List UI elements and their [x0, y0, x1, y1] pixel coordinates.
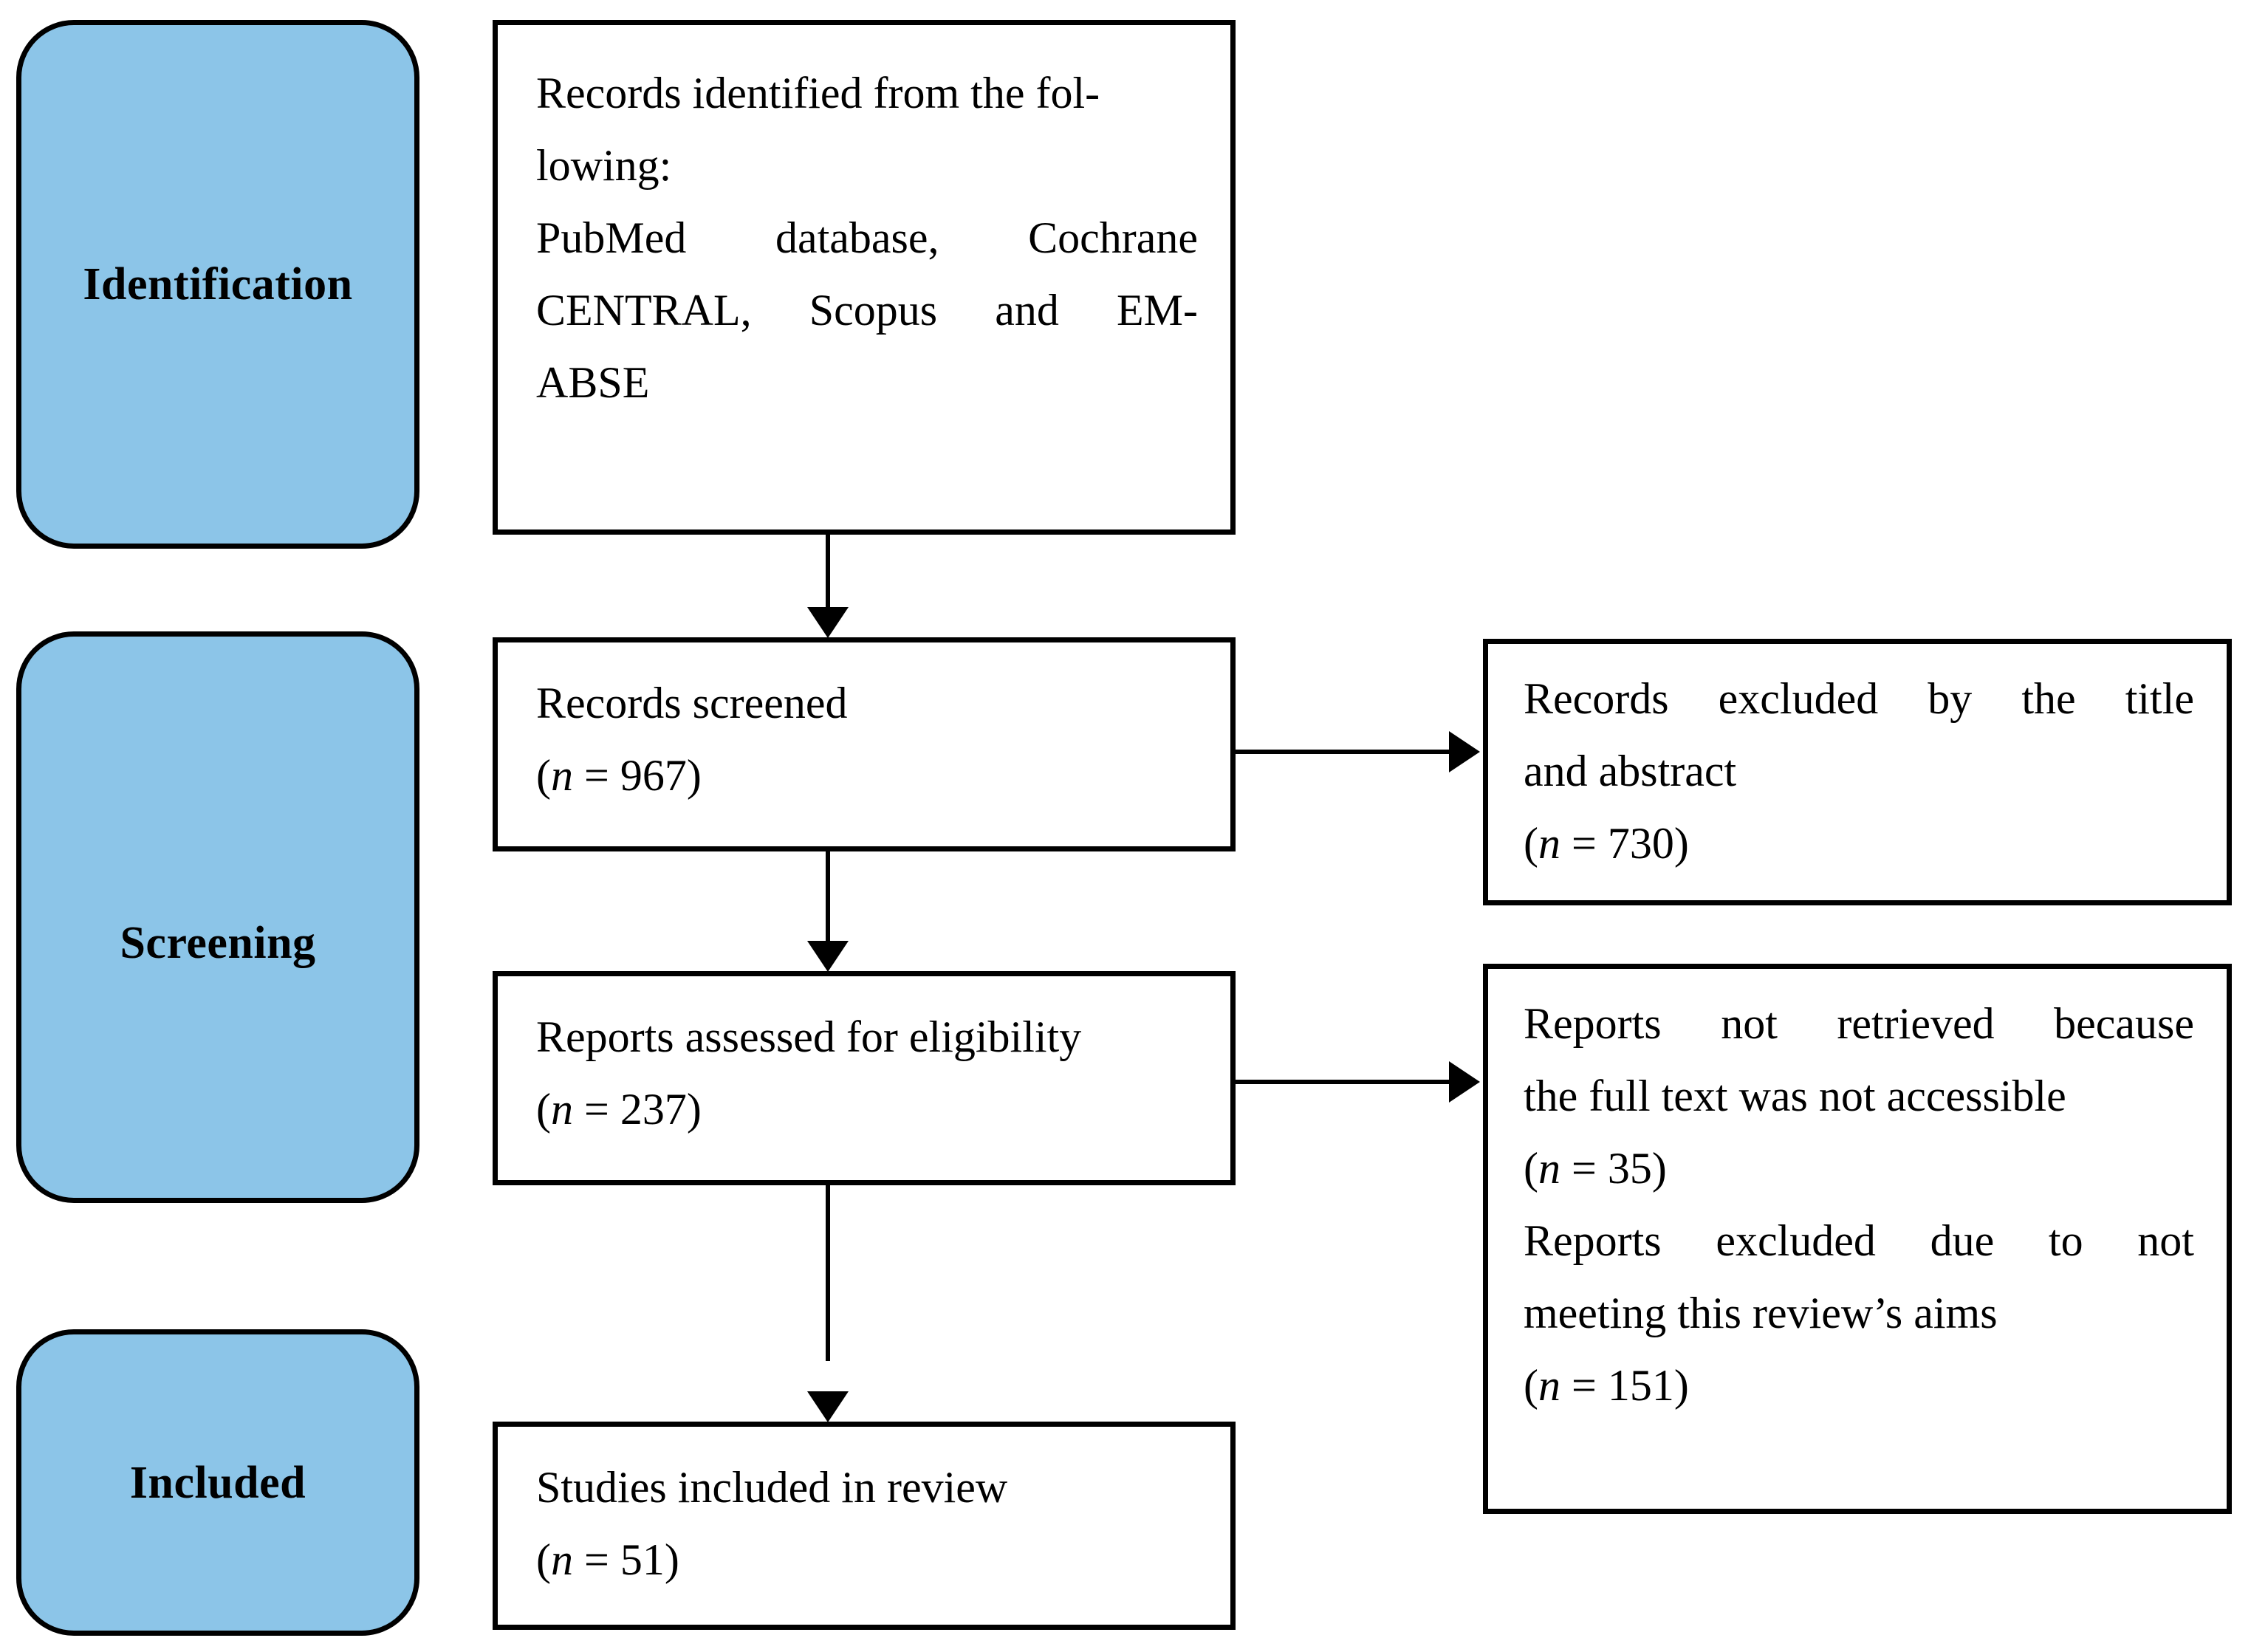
- records-screened-n-value: = 967): [572, 751, 702, 800]
- stage-label-screening: Screening: [120, 918, 316, 968]
- connector-identified-to-screened-line: [826, 535, 830, 611]
- reports-not-retrieved-count: (n = 35): [1524, 1144, 1667, 1193]
- records-identified-line-4: CENTRAL, Scopus and EM-: [536, 288, 1198, 332]
- reports-not-retrieved-line-2: the full text was not accessible: [1524, 1072, 2066, 1120]
- records-identified-word-pubmed: PubMed: [536, 213, 687, 262]
- connector-screened-to-eligibility-arrowhead: [807, 941, 849, 972]
- n-symbol: n: [1538, 1144, 1560, 1193]
- n-symbol: n: [1538, 1361, 1560, 1410]
- records-excluded-line-1: Records excluded by the title: [1524, 676, 2194, 721]
- stage-label-included: Included: [129, 1457, 306, 1508]
- records-identified-word-and: and: [995, 286, 1059, 335]
- excluded-aims-word-excluded: excluded: [1716, 1216, 1876, 1265]
- records-identified-line-5: ABSE: [536, 358, 650, 407]
- connector-eligibility-to-included-line: [826, 1185, 830, 1361]
- n-symbol: n: [550, 1535, 573, 1584]
- reports-eligibility-n-value: = 237): [572, 1085, 702, 1134]
- box-reports-assessed-eligibility: Reports assessed for eligibility (n = 23…: [493, 971, 1236, 1185]
- records-excluded-count: (n = 730): [1524, 819, 1689, 868]
- records-excluded-line-2: and abstract: [1524, 747, 1737, 795]
- records-identified-word-scopus: Scopus: [809, 286, 938, 335]
- stage-box-included: Included: [16, 1329, 419, 1636]
- reports-eligibility-count: (n = 237): [536, 1085, 702, 1134]
- reports-excluded-aims-line-2: meeting this review’s aims: [1524, 1289, 1998, 1337]
- connector-identified-to-screened-arrowhead: [807, 607, 849, 638]
- records-excluded-word-title: title: [2125, 674, 2194, 723]
- excluded-aims-word-not: not: [2137, 1216, 2194, 1265]
- studies-included-count: (n = 51): [536, 1535, 679, 1584]
- studies-included-label: Studies included in review: [536, 1463, 1008, 1512]
- records-excluded-n-value: = 730): [1560, 819, 1689, 868]
- records-identified-word-em: EM-: [1116, 286, 1198, 335]
- box-reports-not-retrieved-excluded: Reports not retrieved because the full t…: [1483, 964, 2232, 1514]
- connector-screened-to-excluded-line: [1236, 750, 1451, 754]
- records-identified-line-3: PubMed database, Cochrane: [536, 216, 1198, 260]
- stage-box-identification: Identification: [16, 20, 419, 549]
- n-symbol: n: [550, 751, 573, 800]
- n-symbol: n: [1538, 819, 1560, 868]
- records-identified-word-central: CENTRAL,: [536, 286, 752, 335]
- not-retrieved-word-retrieved: retrieved: [1837, 999, 1995, 1048]
- records-screened-label: Records screened: [536, 679, 848, 727]
- n-symbol: n: [550, 1085, 573, 1134]
- excluded-aims-word-reports: Reports: [1524, 1216, 1662, 1265]
- records-identified-word-database: database,: [775, 213, 939, 262]
- reports-excluded-aims-count: (n = 151): [1524, 1361, 1689, 1410]
- connector-screened-to-excluded-arrowhead: [1449, 731, 1480, 772]
- records-screened-count: (n = 967): [536, 751, 702, 800]
- box-records-screened: Records screened (n = 967): [493, 637, 1236, 851]
- connector-screened-to-eligibility-line: [826, 851, 830, 942]
- not-retrieved-word-reports: Reports: [1524, 999, 1662, 1048]
- records-excluded-word-by: by: [1928, 674, 1973, 723]
- not-retrieved-n-value: = 35): [1560, 1144, 1667, 1193]
- connector-eligibility-to-not-retrieved-arrowhead: [1449, 1061, 1480, 1103]
- records-excluded-word-excluded: excluded: [1718, 674, 1879, 723]
- excluded-aims-n-value: = 151): [1560, 1361, 1689, 1410]
- excluded-aims-word-to: to: [2048, 1216, 2083, 1265]
- records-identified-line-2: lowing:: [536, 141, 672, 190]
- not-retrieved-word-not: not: [1721, 999, 1778, 1048]
- excluded-aims-word-due: due: [1930, 1216, 1995, 1265]
- stage-box-screening: Screening: [16, 631, 419, 1203]
- box-records-identified: Records identified from the fol- lowing:…: [493, 20, 1236, 535]
- studies-included-n-value: = 51): [572, 1535, 679, 1584]
- connector-eligibility-to-included-arrowhead: [807, 1391, 849, 1422]
- stage-label-identification: Identification: [83, 259, 353, 309]
- reports-excluded-aims-line-1: Reports excluded due to not: [1524, 1219, 2194, 1263]
- records-excluded-word-the: the: [2021, 674, 2076, 723]
- records-identified-word-cochrane: Cochrane: [1028, 213, 1198, 262]
- box-studies-included: Studies included in review (n = 51): [493, 1422, 1236, 1630]
- box-records-excluded-title-abstract: Records excluded by the title and abstra…: [1483, 639, 2232, 905]
- not-retrieved-word-because: because: [2054, 999, 2194, 1048]
- reports-eligibility-label: Reports assessed for eligibility: [536, 1012, 1082, 1061]
- connector-eligibility-to-not-retrieved-line: [1236, 1080, 1451, 1084]
- reports-not-retrieved-line-1: Reports not retrieved because: [1524, 1001, 2194, 1046]
- records-excluded-word-records: Records: [1524, 674, 1669, 723]
- records-identified-line-1: Records identified from the fol-: [536, 69, 1100, 117]
